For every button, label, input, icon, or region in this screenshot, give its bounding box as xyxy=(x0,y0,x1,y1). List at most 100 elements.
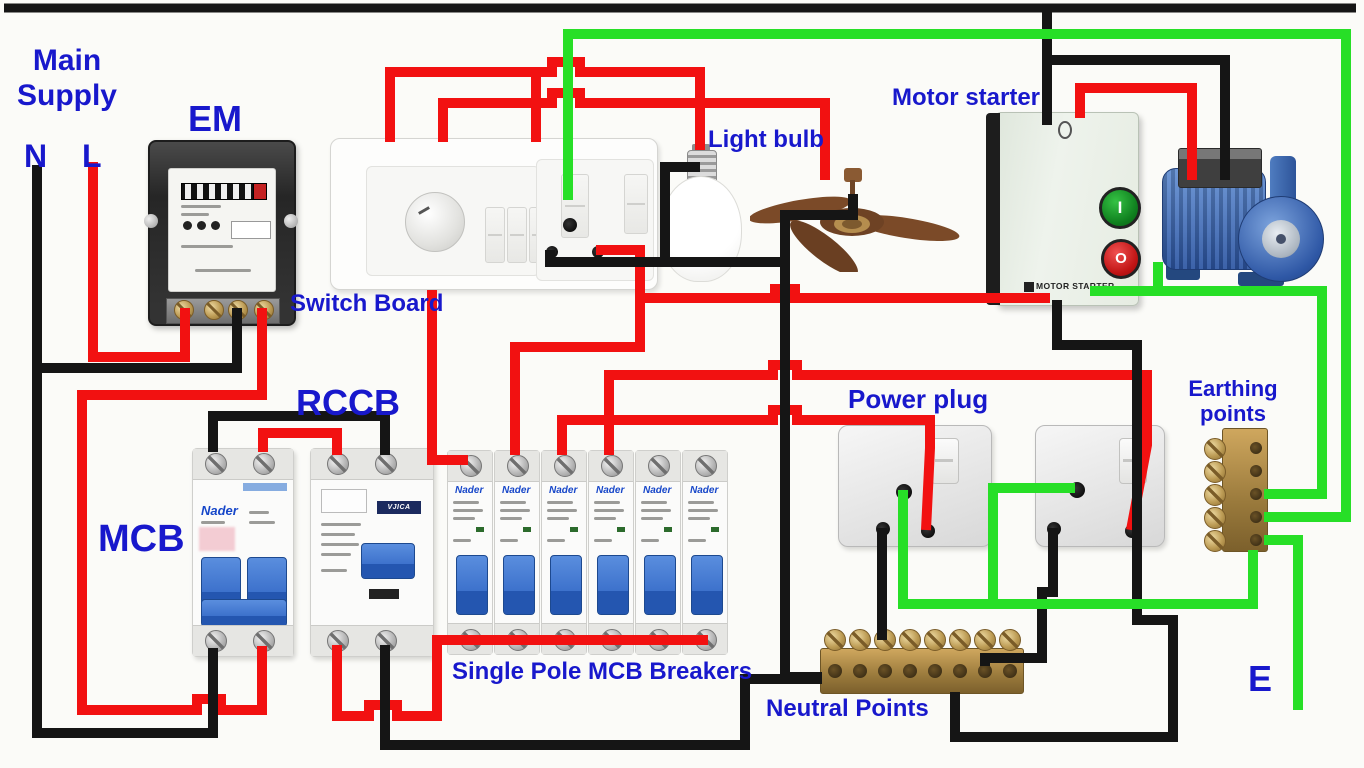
neutral-terminal-hole xyxy=(878,664,892,678)
terminal-screw xyxy=(375,630,397,652)
light-bulb-label: Light bulb xyxy=(708,126,824,153)
terminal-screw xyxy=(648,629,670,651)
single-pole-breaker: Nader xyxy=(447,450,493,655)
neutral-terminal-screw xyxy=(974,629,996,651)
starter-keyhole xyxy=(1058,121,1072,139)
neutral-points-label: Neutral Points xyxy=(766,695,929,722)
terminal-screw xyxy=(327,630,349,652)
neutral-terminal-screw xyxy=(824,629,846,651)
plug-neutral-hole xyxy=(876,522,890,536)
wire-live-board-to-bulb xyxy=(385,57,705,150)
pump-cap-bolt xyxy=(1276,234,1286,244)
breaker-brand: Nader xyxy=(455,485,484,496)
terminal-screw xyxy=(327,453,349,475)
start-button: I xyxy=(1099,187,1141,229)
neutral-terminal-hole xyxy=(903,664,917,678)
earthing-terminal-hole xyxy=(1250,534,1262,546)
terminal-screw xyxy=(601,629,623,651)
single-pole-label: Single Pole MCB Breakers xyxy=(452,658,753,685)
neutral-terminal-hole xyxy=(1003,664,1017,678)
neutral-terminal-hole xyxy=(828,664,842,678)
meter-terminal-screw xyxy=(254,300,274,320)
terminal-screw xyxy=(253,630,275,652)
switch-rocker xyxy=(507,207,527,263)
light-bulb xyxy=(660,176,742,282)
plug-switch xyxy=(1119,438,1147,484)
breaker-panel: Nader Nader Nader xyxy=(447,450,731,656)
socket-neutral-hole xyxy=(546,246,558,258)
rccb-badge: VJICA xyxy=(377,501,421,514)
meter-face xyxy=(168,168,276,292)
starter-nameplate: MOTOR STARTER xyxy=(1036,281,1115,291)
breaker-toggle xyxy=(597,555,629,615)
neutral-terminal-screw xyxy=(899,629,921,651)
neutral-terminal-hole xyxy=(853,664,867,678)
motor-starter-label: Motor starter xyxy=(892,84,1041,111)
single-pole-breaker: Nader xyxy=(588,450,634,655)
terminal-screw xyxy=(205,630,227,652)
switch-rocker xyxy=(485,207,505,263)
main-supply-label: Main Supply xyxy=(16,44,117,112)
meter-register-display xyxy=(181,183,255,200)
terminal-screw xyxy=(554,455,576,477)
earthing-points-bar xyxy=(1204,428,1268,552)
stop-button: O xyxy=(1101,239,1141,279)
breaker-toggle xyxy=(456,555,488,615)
plug-live-hole xyxy=(1125,524,1139,538)
terminal-screw xyxy=(460,455,482,477)
terminal-screw xyxy=(253,453,275,475)
breaker-toggle xyxy=(644,555,676,615)
socket-switch xyxy=(624,174,648,234)
neutral-terminal-screw xyxy=(849,629,871,651)
wire-neutral-fan-to-bar xyxy=(780,262,822,682)
energy-meter xyxy=(144,140,298,326)
neutral-points-bar xyxy=(820,626,1024,694)
power-plug-socket xyxy=(1035,425,1165,547)
terminal-screw xyxy=(507,629,529,651)
rccb-breaker: VJICA xyxy=(310,448,434,657)
mcb-breaker: Nader xyxy=(192,448,294,657)
single-pole-breaker: Nader xyxy=(541,450,587,655)
earthing-terminal-hole xyxy=(1250,442,1262,454)
earthing-terminal-screw xyxy=(1204,438,1226,460)
terminal-screw xyxy=(507,455,529,477)
meter-side-screw xyxy=(144,214,158,228)
earthing-terminal-screw xyxy=(1204,484,1226,506)
earth-label: E xyxy=(1248,658,1273,699)
rccb-label: RCCB xyxy=(296,382,400,423)
plug-neutral-hole xyxy=(1047,522,1061,536)
plug-earth-hole xyxy=(896,484,912,500)
breaker-toggle xyxy=(550,555,582,615)
power-plug-socket xyxy=(838,425,992,547)
pump-terminal-box xyxy=(1178,148,1262,188)
breaker-brand: Nader xyxy=(596,485,625,496)
rccb-window xyxy=(321,489,367,513)
breaker-brand: Nader xyxy=(690,485,719,496)
switch-board xyxy=(330,138,658,290)
terminal-screw xyxy=(648,455,670,477)
earthing-terminal-screw xyxy=(1204,507,1226,529)
starter-logo xyxy=(1024,282,1034,292)
earthing-terminal-screw xyxy=(1204,461,1226,483)
socket-earth-hole xyxy=(563,218,577,232)
earthing-terminal-hole xyxy=(1250,488,1262,500)
terminal-screw xyxy=(460,629,482,651)
neutral-terminal-screw xyxy=(924,629,946,651)
single-pole-breaker: Nader xyxy=(494,450,540,655)
neutral-terminal-hole xyxy=(928,664,942,678)
switch-plate xyxy=(366,166,549,276)
ceiling-fan xyxy=(750,168,960,272)
breaker-brand: Nader xyxy=(549,485,578,496)
single-pole-breaker: Nader xyxy=(682,450,728,655)
neutral-terminal-hole xyxy=(953,664,967,678)
neutral-terminal-screw xyxy=(874,629,896,651)
neutral-terminal-hole xyxy=(978,664,992,678)
breaker-brand: Nader xyxy=(502,485,531,496)
meter-terminal-screw xyxy=(174,300,194,320)
plug-live-hole xyxy=(921,524,935,538)
socket-plate xyxy=(536,159,654,281)
em-label: EM xyxy=(188,98,242,139)
single-pole-breaker: Nader xyxy=(635,450,681,655)
pump-inlet xyxy=(1270,156,1296,200)
